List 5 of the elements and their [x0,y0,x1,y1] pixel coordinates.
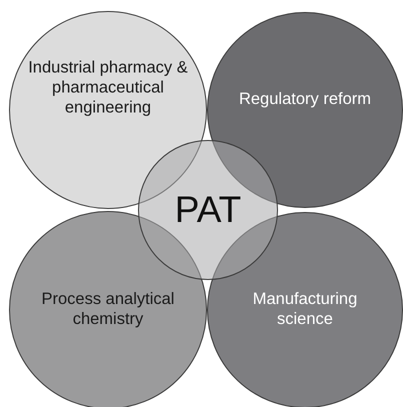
circle-label: Process analytical chemistry [40,290,176,330]
circle-label: Industrial pharmacy & pharmaceutical engineering [27,58,189,118]
circle-label: PAT [174,188,242,232]
circle-label: Regulatory reform [238,90,372,110]
circle-label: Manufacturing science [252,290,358,330]
